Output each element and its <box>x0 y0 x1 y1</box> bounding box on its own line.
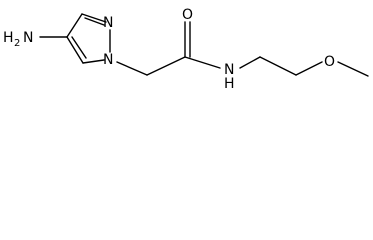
bond-c5-c4 <box>66 36 84 64</box>
bond-c3-n2-double <box>84 17 105 26</box>
bonds <box>39 13 369 77</box>
bond-c4-c3 <box>66 13 83 38</box>
bond-co-nh <box>184 56 221 69</box>
bond-nh-ch2 <box>239 56 261 69</box>
chemical-structure: H 2 N N N O N H O <box>3 7 369 92</box>
ether-o-label: O <box>324 54 335 70</box>
atom-labels: H 2 N N N O N H O <box>3 7 335 92</box>
amine-h-label: H <box>3 30 14 46</box>
bond-n1-c5 <box>82 59 105 64</box>
carbonyl-o-label: O <box>182 7 193 23</box>
bond-ch2-o <box>295 61 323 76</box>
amide-h-label: H <box>224 76 235 92</box>
ring-n1-label: N <box>103 52 113 68</box>
bond-c5-c4-double <box>71 36 87 59</box>
bond-n1-ch2 <box>116 61 148 76</box>
ring-n2-label: N <box>103 15 113 31</box>
bond-ch2-co <box>146 56 186 76</box>
amide-n-label: N <box>224 62 234 78</box>
amine-n-label: N <box>23 30 33 46</box>
bond-c3-n2 <box>81 13 107 23</box>
amine-h2-subscript: 2 <box>14 38 20 49</box>
bond-ch2-ch2 <box>259 56 297 76</box>
bond-o-ch3 <box>337 61 369 77</box>
